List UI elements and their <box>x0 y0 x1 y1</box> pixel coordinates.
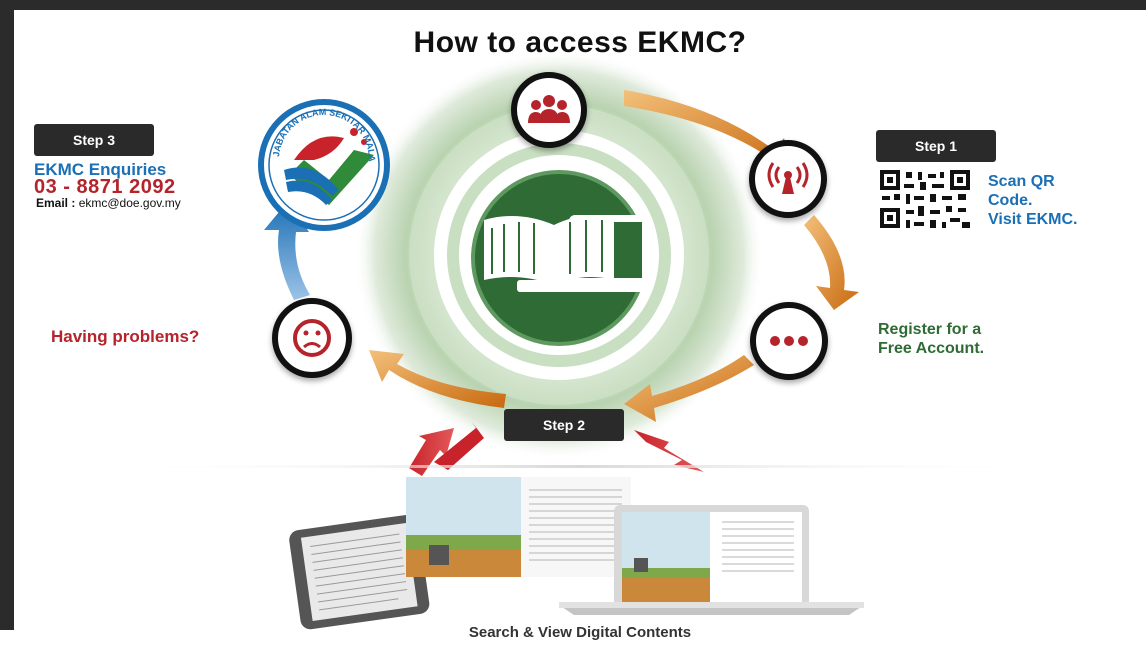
tablet-device <box>289 514 430 630</box>
step1-line2: Code. <box>988 192 1033 209</box>
email-label: Email : <box>36 196 76 210</box>
step1-line1: Scan QR <box>988 173 1055 190</box>
bottom-left-strip <box>0 630 14 657</box>
arrow-red-right <box>634 430 704 472</box>
step3-badge: Step 3 <box>34 124 154 156</box>
arrow-bottom-left <box>369 350 506 408</box>
open-magazine <box>406 477 631 577</box>
register-line2: Free Account. <box>878 340 985 357</box>
qr-code-icon <box>880 170 970 228</box>
email-line: Email : ekmc@doe.gov.my <box>36 196 181 210</box>
step1-badge: Step 1 <box>876 130 996 162</box>
signal-icon <box>749 140 827 218</box>
step2-badge: Step 2 <box>504 409 624 441</box>
register-text: Register for a Free Account. <box>878 320 984 358</box>
register-line1: Register for a <box>878 321 982 338</box>
enquiries-label: EKMC Enquiries <box>34 160 167 179</box>
sad-face-icon <box>272 298 352 378</box>
arrow-bottom-right <box>624 355 754 422</box>
step1-line3: Visit EKMC. <box>988 211 1078 228</box>
phone-number: 03 - 8871 2092 <box>34 176 176 198</box>
users-icon <box>511 72 587 148</box>
infographic-canvas: JABATAN ALAM SEKITAR MALAYSIA How to acc… <box>14 10 1146 657</box>
laptop-device <box>559 505 864 615</box>
more-dots-icon <box>750 302 828 380</box>
arrow-red-left <box>409 428 454 476</box>
book-screen-icon <box>471 170 652 346</box>
step1-text: Scan QR Code. Visit EKMC. <box>988 172 1078 229</box>
arrow-top-right <box>624 90 794 172</box>
having-problems-text: Having problems? <box>51 327 200 346</box>
email-address[interactable]: ekmc@doe.gov.my <box>78 196 181 210</box>
search-view-caption: Search & View Digital Contents <box>468 624 692 641</box>
page-title: How to access EKMC? <box>413 26 747 59</box>
arrow-right <box>804 215 859 310</box>
diagram-graphics: JABATAN ALAM SEKITAR MALAYSIA <box>14 10 1044 630</box>
